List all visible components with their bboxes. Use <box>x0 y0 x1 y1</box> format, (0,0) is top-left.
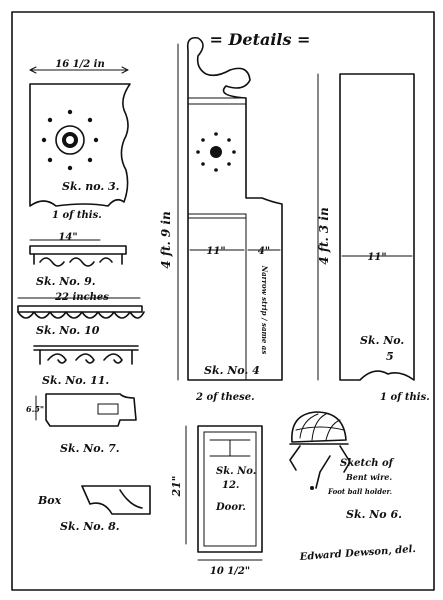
sk4-side-width-dimension: 4" <box>258 246 270 257</box>
sk6-label: Sk. No 6. <box>346 508 402 521</box>
sk7-profile-drawing <box>35 393 137 427</box>
sk8-prefix: Box <box>37 494 62 507</box>
sk6-caption-a: Sketch of <box>340 458 395 469</box>
sk10-width-dimension: 22 inches <box>54 292 109 303</box>
sk10-label: Sk. No. 10 <box>36 324 100 337</box>
sk4-count: 2 of these. <box>195 392 255 403</box>
sk3-label: Sk. no. 3. <box>62 180 120 193</box>
sk3-count: 1 of this. <box>52 210 102 221</box>
sk12-label-a: Sk. No. <box>216 466 256 477</box>
sk9-width-dimension: 14" <box>58 232 77 243</box>
sk8-label: Sk. No. 8. <box>60 520 120 533</box>
sk5-width-dimension: 11" <box>367 252 386 263</box>
sk9-bracket-drawing <box>29 239 127 267</box>
sk4-side-drawing <box>177 36 283 381</box>
page-title: = Details = <box>210 30 311 49</box>
sk6-caption-b: Bent wire. <box>345 472 392 482</box>
sk7-height-dimension: 6.5" <box>26 404 44 414</box>
sk5-height-dimension: 4 ft. 3 in <box>317 207 331 264</box>
sk12-door-drawing <box>185 425 263 561</box>
sk3-width-dimension: 16 1/2 in <box>55 59 105 70</box>
sk12-width-dimension: 10 1/2" <box>210 566 250 577</box>
sk4-height-dimension: 4 ft. 9 in <box>159 211 173 268</box>
page-border <box>11 11 435 591</box>
sk9-label: Sk. No. 9. <box>36 275 96 288</box>
sk7-label: Sk. No. 7. <box>60 442 120 455</box>
sk8-box-drawing <box>81 485 151 515</box>
sk12-height-dimension: 21" <box>170 475 183 497</box>
sk5-label-a: Sk. No. <box>360 334 404 347</box>
sk4-label: Sk. No. 4 <box>204 364 260 377</box>
sk3-panel-drawing <box>29 66 131 207</box>
artist-signature: Edward Dewson, del. <box>298 544 416 563</box>
sk12-label-b: 12. <box>222 480 239 491</box>
sk4-side-note: Narrow strip / same as <box>260 265 269 355</box>
sk5-label-b: 5 <box>386 350 394 363</box>
sk10-scroll-strip-drawing <box>17 297 145 319</box>
sk6-holder-drawing <box>289 411 351 490</box>
sk5-count: 1 of this. <box>380 392 430 403</box>
sk11-scroll-drawing <box>33 345 139 365</box>
sk5-panel-drawing <box>317 73 415 381</box>
sk12-label-c: Door. <box>215 502 246 513</box>
sk11-label: Sk. No. 11. <box>42 374 109 387</box>
sk4-width-dimension: 11" <box>206 246 225 257</box>
sk6-caption-c: Foot ball holder. <box>327 487 392 496</box>
